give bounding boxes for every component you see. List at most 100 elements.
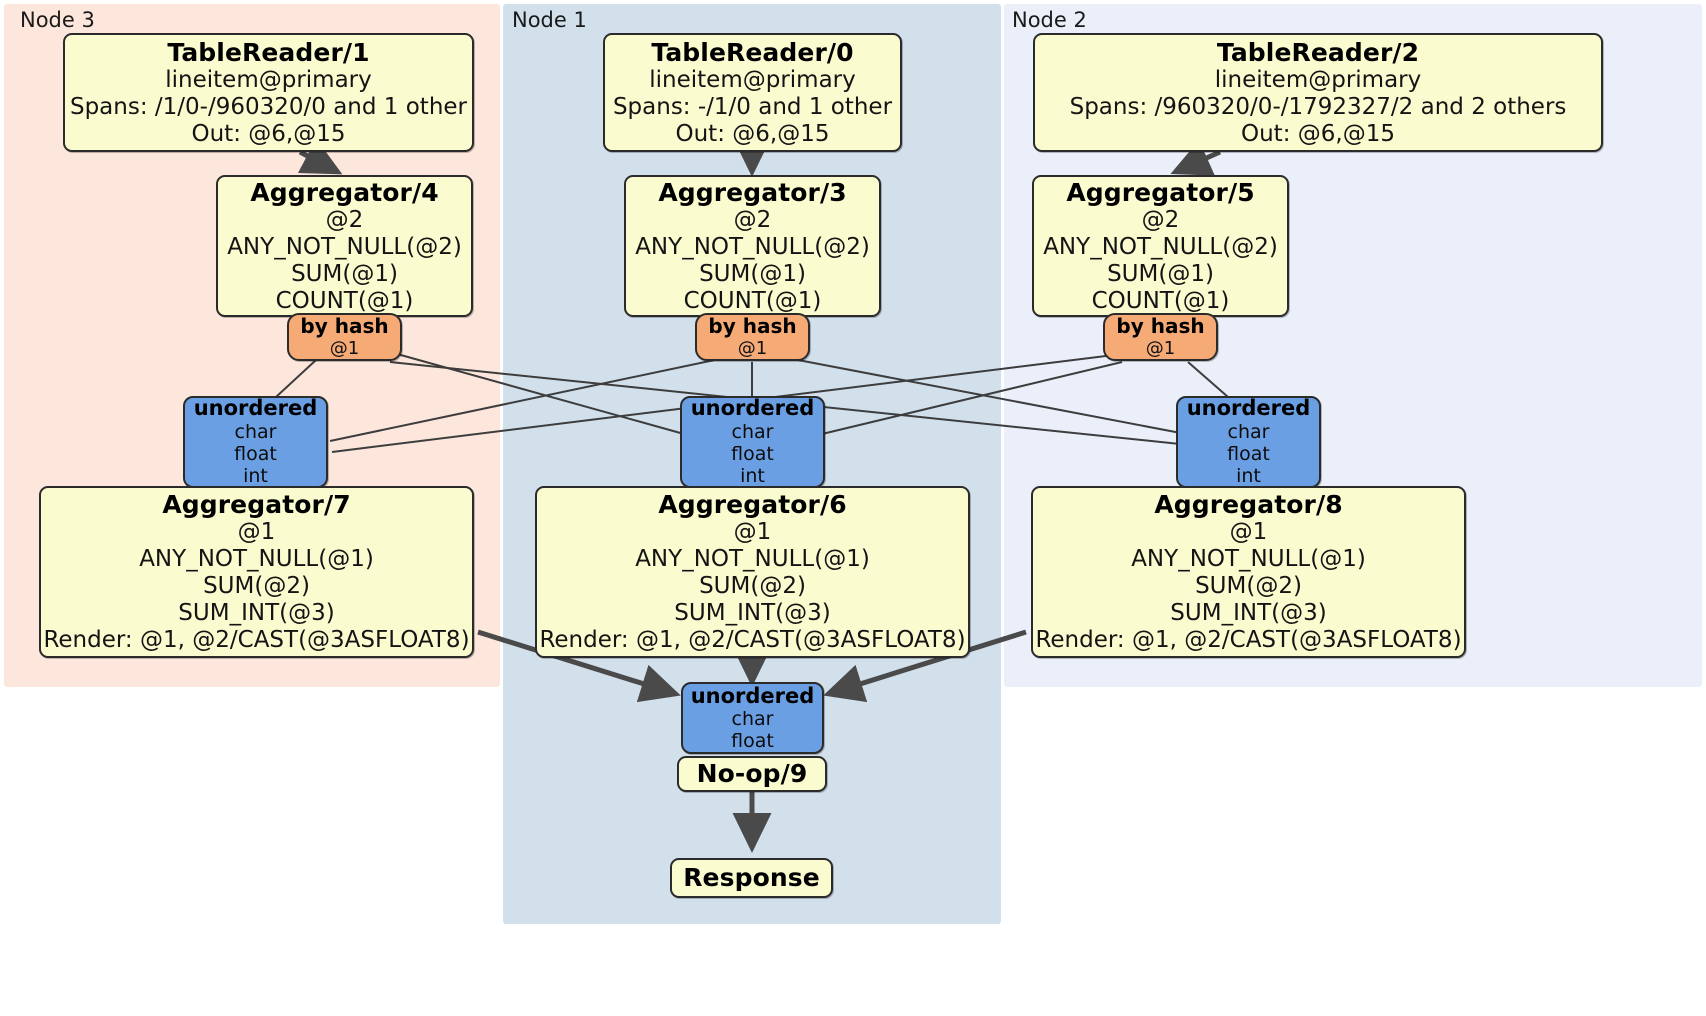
edge-aggregator7-to-sync-final: [477, 629, 681, 703]
processor-line: lineitem@primary: [649, 66, 856, 93]
processor-line: ANY_NOT_NULL(@1): [139, 546, 374, 573]
synchronizer-line: int: [740, 465, 765, 488]
processor-title: Aggregator/8: [1154, 490, 1343, 520]
router-title: by hash: [300, 313, 389, 338]
processor-line: Render: @1, @2/CAST(@3ASFLOAT8): [1035, 626, 1462, 653]
processor-line: ANY_NOT_NULL(@2): [227, 233, 462, 260]
edge-aggregator8-to-sync-final: [823, 629, 1027, 703]
processor-title: Response: [683, 863, 820, 893]
processor-line: lineitem@primary: [165, 66, 372, 93]
router-title: by hash: [1116, 313, 1205, 338]
processor-line: Spans: -/1/0 and 1 other: [612, 93, 893, 120]
processor-line: Render: @1, @2/CAST(@3ASFLOAT8): [43, 626, 470, 653]
processor-line: ANY_NOT_NULL(@2): [635, 233, 870, 260]
processor-line: COUNT(@1): [1091, 287, 1230, 314]
synchronizer-line: int: [243, 465, 268, 488]
router-hash-right[interactable]: by hash @1: [1103, 313, 1218, 361]
processor-line: COUNT(@1): [683, 287, 822, 314]
processor-line: SUM(@2): [1195, 573, 1302, 600]
processor-line: SUM(@2): [699, 573, 806, 600]
processor-line: ANY_NOT_NULL(@1): [635, 546, 870, 573]
synchronizer-unordered-left[interactable]: unordered char float int: [183, 396, 328, 488]
processor-line: ANY_NOT_NULL(@2): [1043, 233, 1278, 260]
edge-hash-center-to-sync-left: [329, 357, 725, 442]
processor-line: SUM_INT(@3): [178, 600, 335, 627]
synchronizer-line: float: [1227, 443, 1270, 466]
processor-line: Out: @6,@15: [675, 120, 830, 147]
synchronizer-line: char: [1227, 420, 1270, 443]
processor-line: @2: [1141, 206, 1180, 233]
processor-line: Out: @6,@15: [1241, 120, 1395, 147]
synchronizer-unordered-center[interactable]: unordered char float int: [680, 396, 825, 488]
processor-title: TableReader/2: [1216, 37, 1420, 67]
processor-aggregator5[interactable]: Aggregator/5 @2 ANY_NOT_NULL(@2) SUM(@1)…: [1032, 175, 1289, 317]
edge-tablereader2-aggregator5: [1170, 139, 1222, 176]
processor-line: @1: [733, 519, 772, 546]
synchronizer-line: char: [731, 708, 774, 731]
processor-title: No-op/9: [696, 759, 808, 789]
synchronizer-title: unordered: [690, 683, 815, 708]
processor-line: ANY_NOT_NULL(@1): [1131, 546, 1366, 573]
synchronizer-line: float: [234, 443, 277, 466]
edge-hash-right-to-sync-center: [821, 361, 1123, 435]
processor-line: @1: [1229, 519, 1268, 546]
synchronizer-unordered-final[interactable]: unordered char float: [681, 682, 824, 754]
processor-line: COUNT(@1): [275, 287, 414, 314]
processor-line: Spans: /1/0-/960320/0 and 1 other: [69, 93, 468, 120]
processor-line: Render: @1, @2/CAST(@3ASFLOAT8): [539, 626, 966, 653]
router-hash-center[interactable]: by hash @1: [695, 313, 810, 361]
processor-line: SUM(@2): [203, 573, 310, 600]
processor-tablereader1[interactable]: TableReader/1 lineitem@primary Spans: /1…: [63, 33, 474, 152]
edge-hash-center-to-sync-right: [797, 359, 1187, 435]
processor-line: @1: [237, 519, 276, 546]
synchronizer-line: float: [731, 443, 774, 466]
synchronizer-title: unordered: [690, 396, 815, 421]
processor-aggregator7[interactable]: Aggregator/7 @1 ANY_NOT_NULL(@1) SUM(@2)…: [39, 486, 474, 658]
processor-line: Out: @6,@15: [191, 120, 346, 147]
processor-response[interactable]: Response: [670, 858, 833, 898]
node-label-node3: Node 3: [20, 8, 95, 32]
edge-hash-left-to-sync-left: [275, 359, 317, 398]
processor-aggregator3[interactable]: Aggregator/3 @2 ANY_NOT_NULL(@2) SUM(@1)…: [624, 175, 881, 317]
processor-aggregator6[interactable]: Aggregator/6 @1 ANY_NOT_NULL(@1) SUM(@2)…: [535, 486, 970, 658]
node-label-node1: Node 1: [512, 8, 587, 32]
processor-title: Aggregator/7: [162, 490, 351, 520]
processor-title: TableReader/1: [167, 37, 370, 67]
edge-hash-left-to-sync-center: [389, 351, 685, 435]
processor-line: SUM(@1): [1107, 260, 1214, 287]
synchronizer-line: float: [731, 730, 774, 753]
processor-line: @2: [733, 206, 772, 233]
synchronizer-title: unordered: [1186, 396, 1311, 421]
synchronizer-unordered-right[interactable]: unordered char float int: [1176, 396, 1321, 488]
processor-line: SUM_INT(@3): [1170, 600, 1327, 627]
processor-line: SUM(@1): [699, 260, 806, 287]
router-hash-left[interactable]: by hash @1: [287, 313, 402, 361]
processor-title: Aggregator/3: [658, 177, 847, 207]
processor-tablereader0[interactable]: TableReader/0 lineitem@primary Spans: -/…: [603, 33, 902, 152]
node-label-node2: Node 2: [1012, 8, 1087, 32]
processor-title: Aggregator/5: [1066, 177, 1255, 207]
synchronizer-title: unordered: [193, 396, 318, 421]
router-line: @1: [1145, 338, 1176, 360]
synchronizer-line: char: [731, 420, 774, 443]
processor-title: Aggregator/6: [658, 490, 847, 520]
processor-line: SUM_INT(@3): [674, 600, 831, 627]
synchronizer-line: int: [1236, 465, 1261, 488]
processor-title: TableReader/0: [651, 37, 854, 67]
processor-line: Spans: /960320/0-/1792327/2 and 2 others: [1069, 93, 1567, 120]
edge-tablereader1-aggregator4: [297, 138, 343, 175]
processor-tablereader2[interactable]: TableReader/2 lineitem@primary Spans: /9…: [1033, 33, 1603, 152]
edge-hash-right-to-sync-right: [1187, 361, 1229, 398]
processor-aggregator8[interactable]: Aggregator/8 @1 ANY_NOT_NULL(@1) SUM(@2)…: [1031, 486, 1466, 658]
processor-noop9[interactable]: No-op/9: [677, 756, 827, 792]
processor-line: @2: [325, 206, 364, 233]
synchronizer-line: char: [234, 420, 277, 443]
processor-title: Aggregator/4: [250, 177, 439, 207]
processor-line: lineitem@primary: [1214, 66, 1422, 93]
router-line: @1: [737, 338, 768, 360]
router-title: by hash: [708, 313, 797, 338]
processor-aggregator4[interactable]: Aggregator/4 @2 ANY_NOT_NULL(@2) SUM(@1)…: [216, 175, 473, 317]
router-line: @1: [329, 338, 360, 360]
